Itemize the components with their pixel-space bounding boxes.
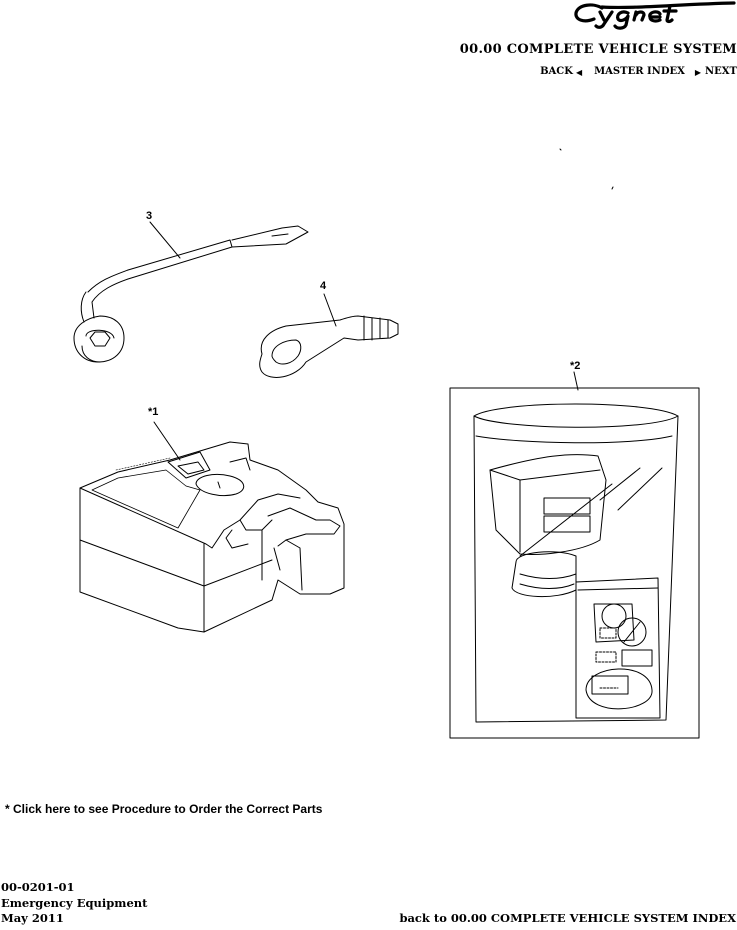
triangle-right-icon: ▶ [694,66,702,77]
wheel-nut-wrench [73,221,309,363]
callout-repair-kit[interactable]: *1 [148,406,159,418]
system-title: 00.00 COMPLETE VEHICLE SYSTEM [459,42,737,57]
instruction-sticker [449,371,700,739]
document-date: May 2011 [1,911,64,925]
document-title: Emergency Equipment [1,895,148,910]
callout-tow-hook: 4 [320,280,327,292]
back-link[interactable]: BACK ◀ [540,66,582,77]
callout-wrench: 3 [146,210,153,222]
navigation-bar: BACK ◀ MASTER INDEX ▶ NEXT [540,66,737,77]
cygnet-logo [574,1,736,30]
callout-instruction-sticker[interactable]: *2 [570,360,581,372]
tire-repair-kit [79,421,345,633]
triangle-left-icon: ◀ [575,66,583,77]
master-index-link[interactable]: MASTER INDEX [594,66,685,77]
document-info: 00-0201-01 Emergency Equipment May 2011 [1,880,147,927]
document-number: 00-0201-01 [1,880,75,894]
next-link[interactable]: ▶ NEXT [695,66,737,77]
speck [559,148,614,190]
back-to-index-link[interactable]: back to 00.00 COMPLETE VEHICLE SYSTEM IN… [399,911,736,925]
next-label: NEXT [705,66,737,77]
back-label: BACK [540,66,573,77]
tow-hook [259,293,399,378]
order-parts-procedure-link[interactable]: * Click here to see Procedure to Order t… [5,802,323,816]
